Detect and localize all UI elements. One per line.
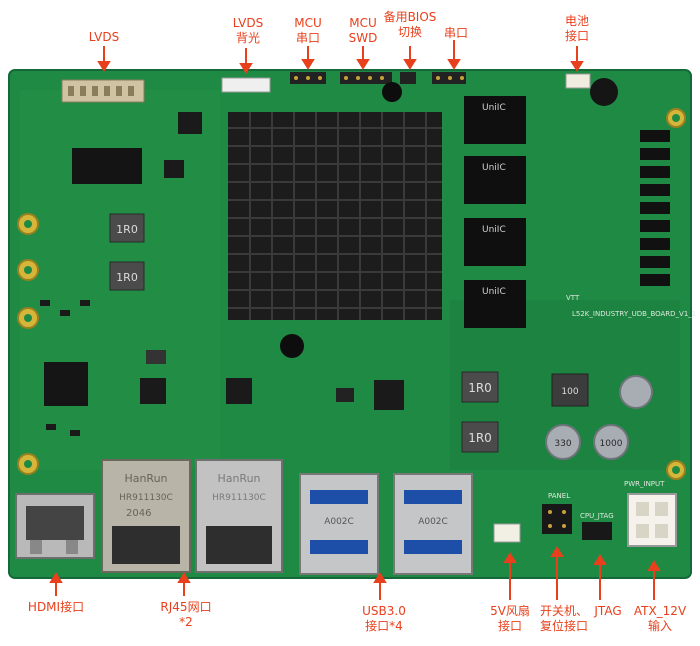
cpu-jtag-text: CPU_JTAG — [580, 512, 614, 520]
label-line: 串口 — [443, 26, 469, 40]
rj45-code: 2046 — [126, 508, 151, 519]
label-uart: 串口 — [444, 26, 468, 41]
rj45-port-1 — [101, 459, 191, 573]
inductor-text-2: 1R0 — [116, 271, 138, 284]
leader-lines — [49, 40, 661, 600]
label-line: 串口 — [295, 31, 321, 45]
cap-text-2: 1000 — [600, 439, 623, 449]
label-line: RJ45网口 — [160, 600, 212, 614]
hdmi-port — [15, 493, 95, 559]
label-hdmi: HDMI接口 — [28, 600, 84, 615]
heatsink — [228, 82, 442, 358]
label-line: 输入 — [647, 619, 672, 633]
panel-text: PANEL — [548, 492, 570, 500]
atx-connector — [627, 493, 677, 547]
cap-text-1: 330 — [554, 439, 571, 449]
label-line: 背光 — [235, 31, 260, 45]
rj45-brand-2: HanRun — [217, 472, 260, 485]
chip-brand-3: UniIC — [482, 225, 506, 235]
lvds-connector — [61, 79, 145, 103]
inductor-text-4: 1R0 — [468, 431, 492, 445]
vtt-text: VTT — [566, 294, 580, 302]
board-name: L52K_INDUSTRY_UDB_BOARD_V1_1 — [572, 310, 696, 318]
label-line: 复位接口 — [539, 619, 589, 633]
resistor-arrays — [640, 130, 670, 286]
chip-brand-2: UniIC — [482, 163, 506, 173]
label-mcu-swd: MCU SWD — [349, 16, 378, 46]
inductor-text-3: 1R0 — [468, 381, 492, 395]
chip-brand-1: UniIC — [482, 103, 506, 113]
panel-header — [542, 504, 572, 534]
rj45-port-2 — [195, 459, 283, 573]
label-line: 接口 — [564, 29, 590, 43]
label-line: MCU — [294, 16, 322, 30]
usb-code-2: A002C — [418, 517, 448, 527]
label-line: 5V风扇 — [490, 604, 530, 618]
usb3-port-2 — [393, 473, 473, 575]
label-mcu-uart: MCU 串口 — [294, 16, 322, 46]
label-lvds: LVDS — [89, 30, 119, 45]
jtag-header — [582, 522, 612, 540]
fan-connector — [493, 523, 521, 543]
label-jtag: JTAG — [594, 604, 621, 619]
label-line: LVDS — [88, 30, 120, 44]
label-line: 切换 — [397, 25, 422, 39]
inductor-text-1: 1R0 — [116, 223, 138, 236]
label-line: USB3.0 — [362, 604, 406, 618]
label-usb30: USB3.0 接口*4 — [362, 604, 406, 634]
usb-code-1: A002C — [324, 517, 354, 527]
rj45-part-1: HR911130C — [119, 493, 173, 503]
label-line: 开关机、 — [539, 604, 589, 618]
label-line: ATX_12V — [633, 604, 687, 618]
label-line: 接口 — [497, 619, 523, 633]
label-line: LVDS — [232, 16, 264, 30]
label-rj45: RJ45网口 *2 — [160, 600, 211, 630]
rj45-brand-1: HanRun — [124, 472, 167, 485]
usb3-port-1 — [299, 473, 379, 575]
label-line: SWD — [348, 31, 378, 45]
label-fan: 5V风扇 接口 — [490, 604, 530, 634]
label-line: HDMI接口 — [27, 600, 85, 614]
label-line: 备用BIOS — [383, 10, 437, 24]
label-line: 电池 — [564, 14, 590, 28]
label-lvds-backlight: LVDS 背光 — [233, 16, 263, 46]
label-atx: ATX_12V 输入 — [634, 604, 686, 634]
rj45-part-2: HR911130C — [212, 493, 266, 503]
label-line: *2 — [179, 615, 193, 629]
memory-chips — [464, 96, 526, 328]
inductor-text-5: 100 — [561, 387, 578, 397]
label-line: MCU — [349, 16, 377, 30]
label-line: JTAG — [594, 604, 622, 618]
capacitors — [545, 375, 653, 460]
label-line: 接口*4 — [365, 619, 403, 633]
mounting-holes — [17, 108, 686, 480]
pwr-input-text: PWR_INPUT — [624, 480, 665, 488]
label-power-reset: 开关机、 复位接口 — [540, 604, 588, 634]
chip-brand-4: UniIC — [482, 287, 506, 297]
label-bios-switch: 备用BIOS 切换 — [384, 10, 437, 40]
label-battery: 电池 接口 — [565, 14, 589, 44]
